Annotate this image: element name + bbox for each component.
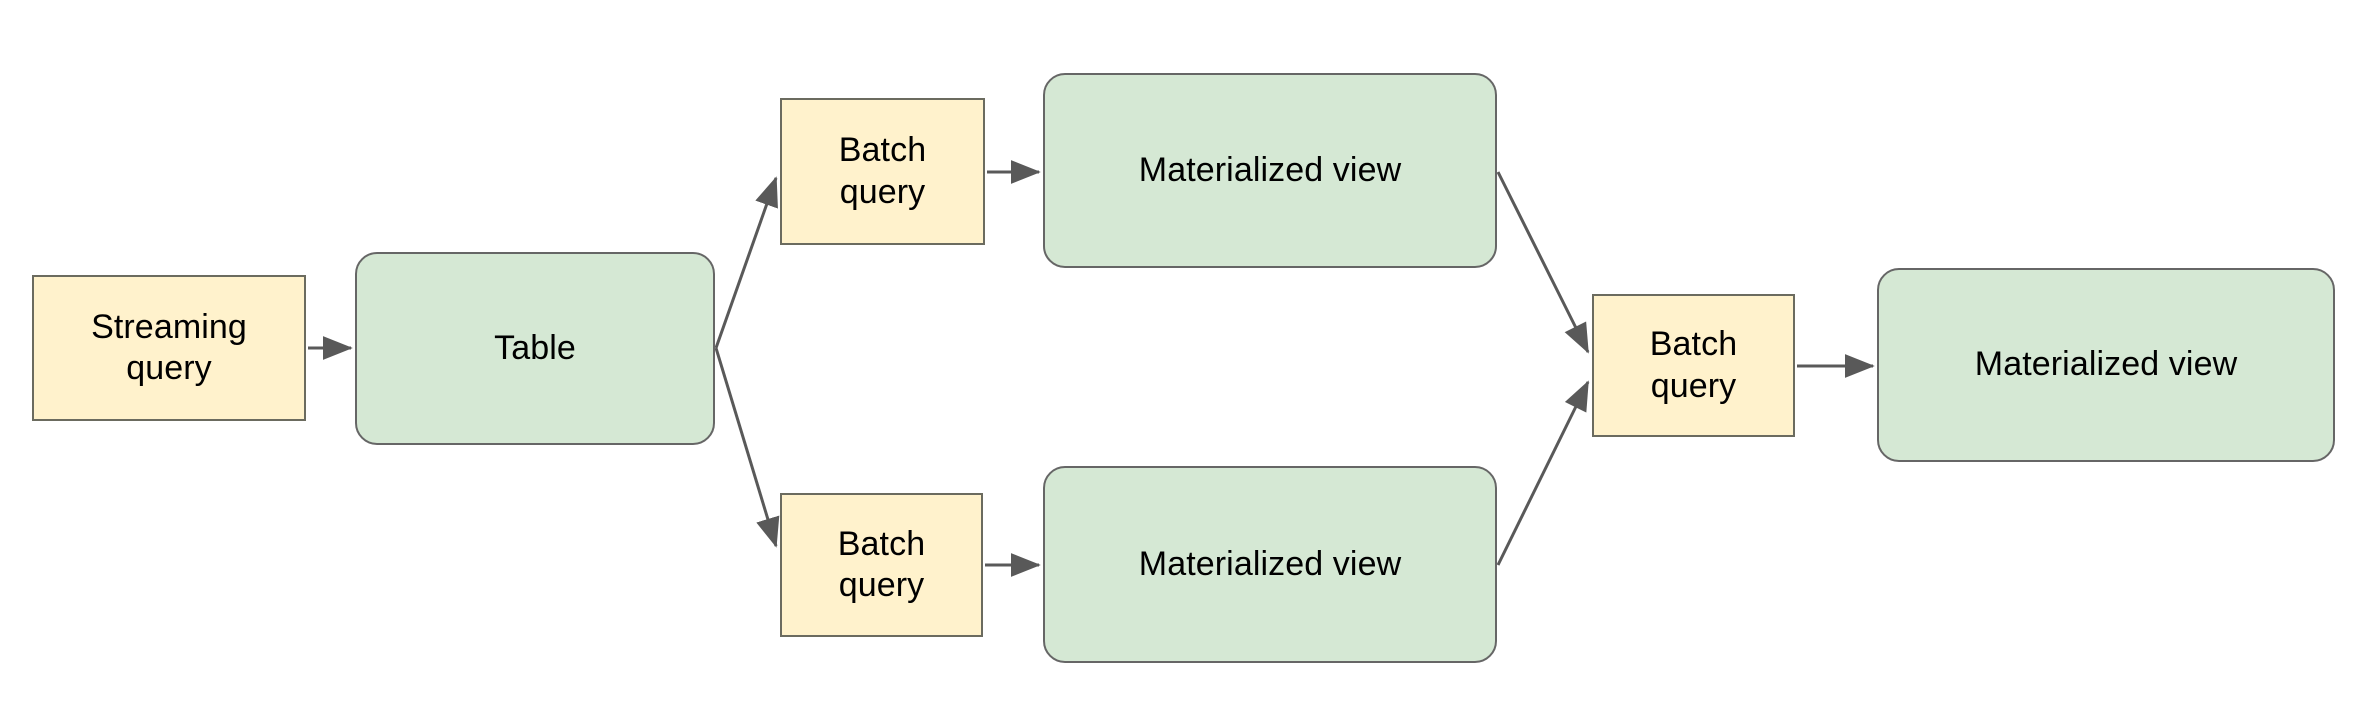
node-batch-query-bottom[interactable]: Batch query: [780, 493, 983, 637]
node-materialized-view-top[interactable]: Materialized view: [1043, 73, 1497, 268]
node-label-batch-query-bottom: Batch query: [837, 524, 926, 604]
node-label-materialized-view-top: Materialized view: [1138, 150, 1402, 189]
node-label-batch-query-top: Batch query: [838, 131, 927, 211]
edge-mv-bottom-to-batch-center: [1496, 380, 1590, 566]
node-label-table: Table: [494, 328, 576, 367]
node-materialized-view-bottom[interactable]: Materialized view: [1043, 466, 1497, 663]
edge-mv-top-to-batch-center: [1496, 171, 1590, 354]
node-materialized-view-right[interactable]: Materialized view: [1877, 268, 2335, 462]
node-label-batch-query-center: Batch query: [1649, 325, 1738, 405]
node-label-materialized-view-right: Materialized view: [1974, 345, 2238, 384]
edge-table-to-batch-bottom: [714, 347, 780, 548]
node-label-materialized-view-bottom: Materialized view: [1138, 544, 1402, 583]
node-label-streaming-query: Streaming query: [91, 307, 247, 387]
edge-table-to-batch-top: [714, 176, 778, 349]
node-streaming-query[interactable]: Streaming query: [32, 275, 306, 421]
node-table[interactable]: Table: [355, 252, 715, 445]
node-batch-query-center[interactable]: Batch query: [1592, 294, 1795, 437]
node-batch-query-top[interactable]: Batch query: [780, 98, 985, 245]
edges-group: [308, 160, 1875, 577]
